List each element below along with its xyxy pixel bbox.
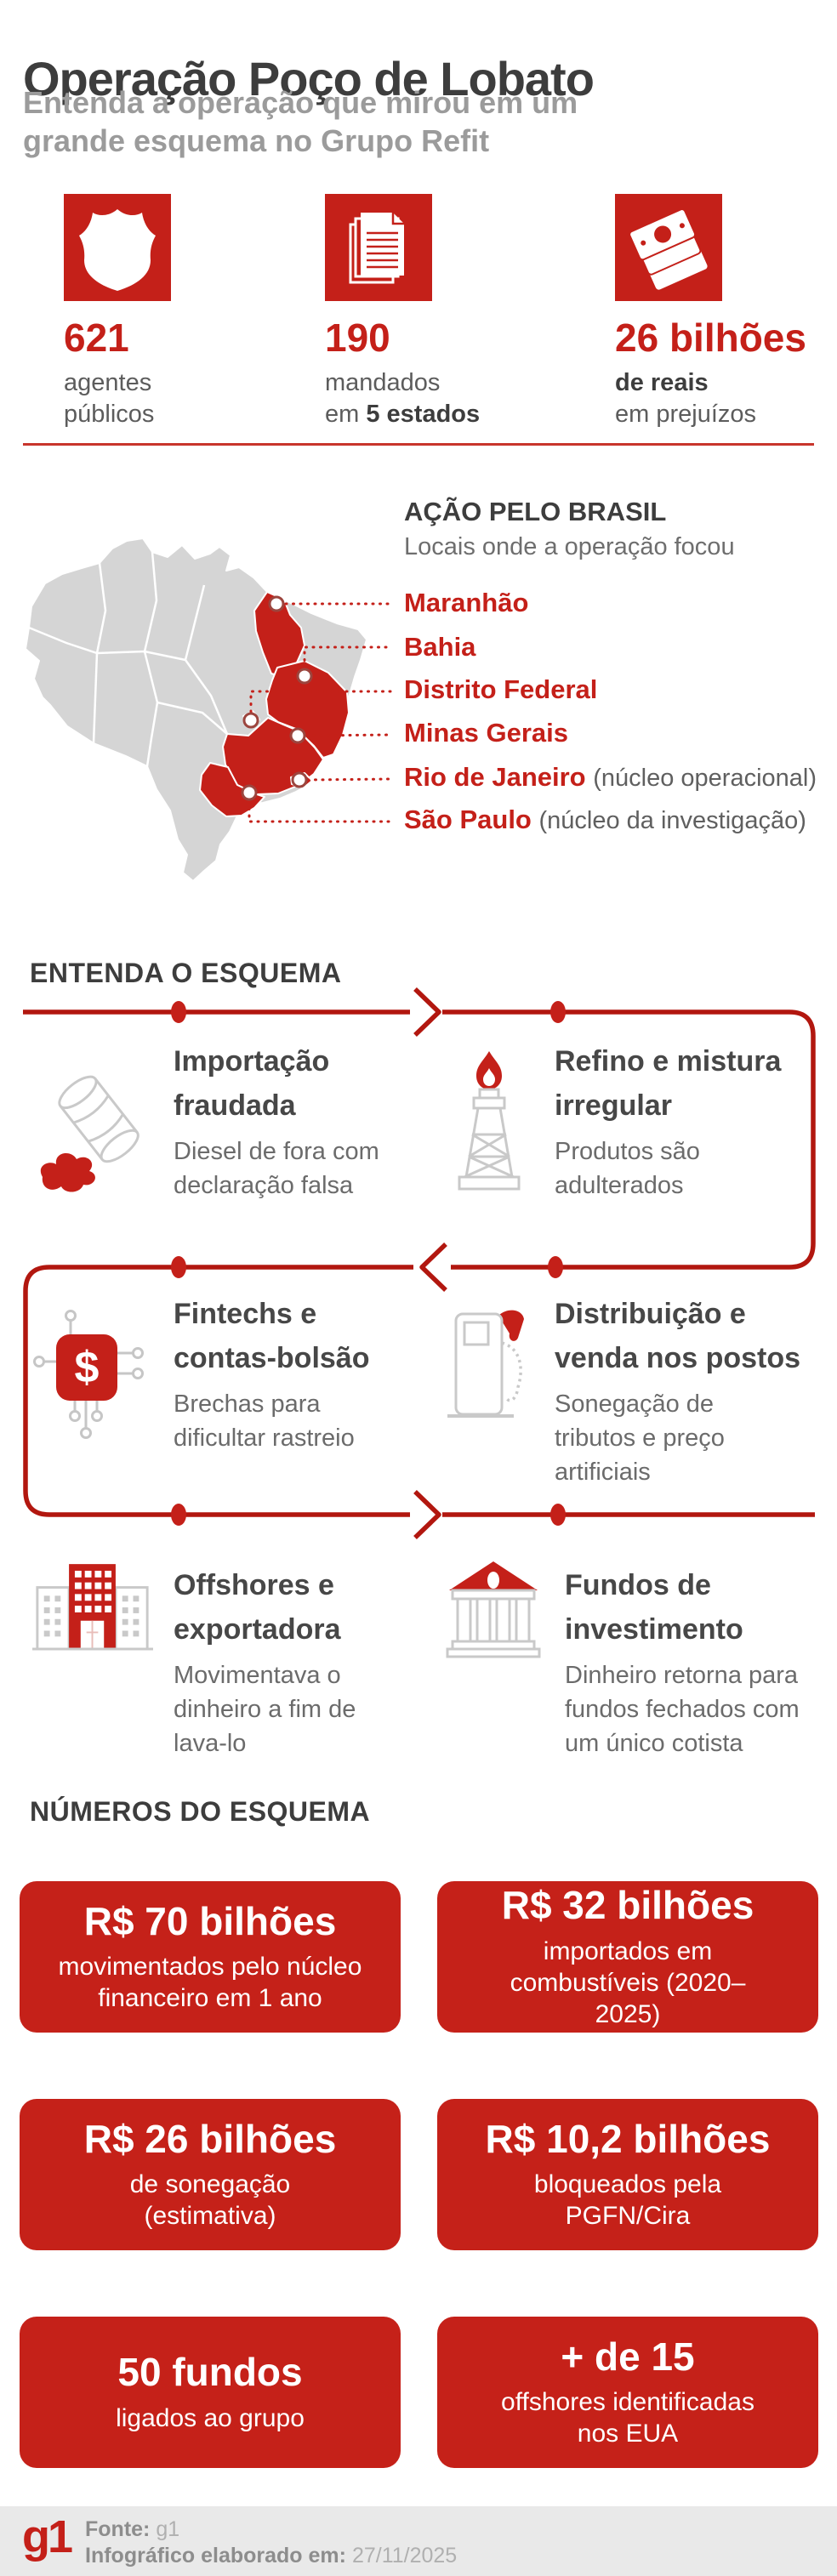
step-desc: Sonegação de tributos e preço artificiai… <box>555 1390 725 1486</box>
scheme-step-fintechs: $ Fintechs e contas-bolsão Brechas para … <box>32 1292 405 1455</box>
refinery-derrick-flame-icon <box>442 1049 534 1200</box>
state-borders <box>28 551 229 767</box>
stat-value: 621 <box>64 316 129 360</box>
footer-date: Infográfico elaborado em: 27/11/2025 <box>85 2544 458 2567</box>
box-value: R$ 32 bilhões <box>501 1883 754 1928</box>
stat-label: agentes públicos <box>64 369 155 428</box>
box-value: R$ 10,2 bilhões <box>485 2116 771 2161</box>
step-text: Fundos de investimento Dinheiro retorna … <box>565 1563 837 1760</box>
map-section-subtitle: Locais onde a operação focou <box>404 533 735 560</box>
page-title: Operação Poço de Lobato <box>23 51 595 105</box>
scheme-section-title: ENTENDA O ESQUEMA <box>30 958 342 988</box>
map-label-maranhao: Maranhão <box>404 588 529 617</box>
box-value: + de 15 <box>561 2334 695 2379</box>
step-text: Fintechs e contas-bolsão Brechas para di… <box>174 1292 405 1455</box>
chevron-left-icon <box>419 1243 447 1292</box>
number-box-32-bilhoes: R$ 32 bilhões importados em combustíveis… <box>437 1881 818 2033</box>
warrants-documents-icon <box>325 194 432 301</box>
map-label-sao-paulo: São Paulo (núcleo da investigação) <box>404 805 806 834</box>
box-desc: bloqueados pela PGFN/Cira <box>533 2170 722 2231</box>
flow-dots <box>171 1001 566 1526</box>
footer-credits: Fonte: g1 Infográfico elaborado em: 27/1… <box>85 2516 457 2569</box>
money-bills-icon <box>615 194 722 301</box>
footer-bar <box>0 2506 837 2576</box>
step-text: Importação fraudada Diesel de fora com d… <box>174 1039 405 1203</box>
step-text: Offshores e exportadora Movimentava o di… <box>174 1563 405 1760</box>
stat-label: de reais em prejuízos <box>615 369 757 428</box>
map-label-minas: Minas Gerais <box>404 718 568 748</box>
step-desc: Brechas para dificultar rastreio <box>174 1390 355 1452</box>
investment-bank-icon <box>442 1558 544 1668</box>
stat-value: 26 bilhões <box>615 316 806 360</box>
svg-text:$: $ <box>75 1343 100 1392</box>
map-label-bahia: Bahia <box>404 632 476 662</box>
step-desc: Movimentava o dinheiro a fim de lava-lo <box>174 1662 356 1757</box>
box-value: 50 fundos <box>117 2350 303 2395</box>
brazil-map <box>25 537 393 882</box>
scheme-step-distribuicao: Distribuição e venda nos postos Sonegaçã… <box>442 1292 835 1489</box>
numbers-section-title: NÚMEROS DO ESQUEMA <box>30 1796 371 1827</box>
scheme-step-refino: Refino e mistura irregular Produtos são … <box>442 1039 835 1203</box>
scheme-step-importacao: Importação fraudada Diesel de fora com d… <box>32 1039 405 1205</box>
footer-source: Fonte: g1 <box>85 2517 180 2541</box>
box-desc: movimentados pelo núcleo financeiro em 1… <box>58 1953 362 2013</box>
step-text: Distribuição e venda nos postos Sonegaçã… <box>555 1292 835 1489</box>
box-desc: ligados ao grupo <box>116 2403 305 2432</box>
box-value: R$ 26 bilhões <box>83 2116 337 2161</box>
fintech-dollar-chip-icon: $ <box>32 1309 153 1449</box>
fuel-pump-icon <box>442 1307 534 1439</box>
stat-label: mandados em 5 estados <box>325 369 481 428</box>
number-box-26-bilhoes: R$ 26 bilhões de sonegação (estimativa) <box>20 2099 401 2250</box>
state-bahia <box>265 660 350 759</box>
offshore-building-icon <box>32 1560 153 1664</box>
number-box-50-fundos: 50 fundos ligados ao grupo <box>20 2317 401 2468</box>
step-title: Distribuição e venda nos postos <box>555 1298 801 1374</box>
stat-value: 190 <box>325 316 390 360</box>
flow-lines <box>23 987 816 1539</box>
stat-warrants: 190 mandados em 5 estados <box>325 194 546 430</box>
number-box-70-bilhoes: R$ 70 bilhões movimentados pelo núcleo f… <box>20 1881 401 2033</box>
stat-agents: 621 agentes públicos <box>64 194 285 430</box>
box-desc: importados em combustíveis (2020–2025) <box>510 1936 746 2028</box>
step-title: Fundos de investimento <box>565 1569 743 1646</box>
box-desc: offshores identificadas nos EUA <box>501 2388 754 2448</box>
step-desc: Dinheiro retorna para fundos fechados co… <box>565 1662 800 1757</box>
step-title: Fintechs e contas-bolsão <box>174 1298 370 1374</box>
step-desc: Diesel de fora com declaração falsa <box>174 1138 379 1199</box>
number-box-10-2-bilhoes: R$ 10,2 bilhões bloqueados pela PGFN/Cir… <box>437 2099 818 2250</box>
police-badge-icon <box>64 194 171 301</box>
section-divider <box>23 443 814 446</box>
step-title: Offshores e exportadora <box>174 1569 341 1646</box>
map-label-rio: Rio de Janeiro (núcleo operacional) <box>404 762 817 792</box>
scheme-step-fundos: Fundos de investimento Dinheiro retorna … <box>442 1561 837 1760</box>
chevron-right-icon <box>413 1490 441 1539</box>
box-value: R$ 70 bilhões <box>83 1898 337 1943</box>
map-label-df: Distrito Federal <box>404 674 598 704</box>
g1-logo: g1 <box>22 2511 73 2562</box>
chevron-right-icon <box>413 987 441 1037</box>
scheme-step-offshores: Offshores e exportadora Movimentava o di… <box>32 1563 405 1760</box>
page-subtitle: Entenda a operação que mirou em um grand… <box>23 85 578 158</box>
step-title: Refino e mistura irregular <box>555 1045 782 1122</box>
step-text: Refino e mistura irregular Produtos são … <box>555 1039 835 1203</box>
oil-barrel-spill-icon <box>32 1056 153 1205</box>
map-markers <box>241 595 313 801</box>
box-desc: de sonegação (estimativa) <box>129 2170 291 2231</box>
step-desc: Produtos são adulterados <box>555 1138 700 1199</box>
step-title: Importação fraudada <box>174 1045 330 1122</box>
state-sao-paulo <box>199 762 265 817</box>
leader-lines <box>248 602 393 823</box>
number-box-15-offshores: + de 15 offshores identificadas nos EUA <box>437 2317 818 2468</box>
stat-losses: 26 bilhões de reais em prejuízos <box>615 194 836 430</box>
map-section-title: AÇÃO PELO BRASIL <box>404 497 667 526</box>
